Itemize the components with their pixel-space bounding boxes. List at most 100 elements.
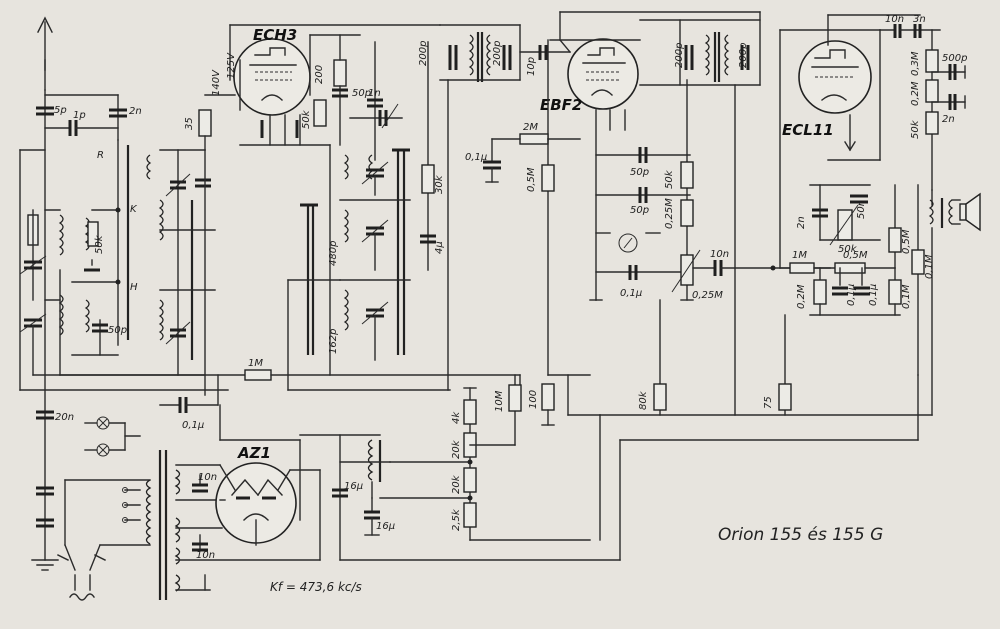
resistor-30k: [421, 164, 435, 194]
label-10n-b: 10n: [885, 14, 904, 25]
supply-network: 1M 0,1µ 4k 20k 20k 2,5k 10M 100: [19, 149, 933, 561]
label-50p-a: 50p: [108, 325, 127, 336]
resistor-10m: [508, 384, 522, 412]
mains-ac-icon: [69, 593, 95, 601]
label-025m-a: 0,25M: [664, 198, 675, 229]
label-10m: 10M: [494, 390, 505, 412]
label-50n: 50n: [856, 200, 867, 219]
ech3-label: ECH3: [253, 26, 297, 44]
ecl11-stage: ECL11 10n 3n 0,3M 500p 0,2M 2n 50k: [779, 14, 967, 376]
label-1n: 1n: [368, 88, 381, 99]
resistor-02m-a: [925, 79, 939, 103]
resistor-25k: [463, 502, 477, 528]
resistor-35: [198, 109, 212, 137]
label-125v: 125V: [226, 52, 237, 79]
label-01u-e: 0,1µ: [182, 420, 204, 431]
oscillator-coils-left: [158, 149, 216, 396]
label-4u: 4µ: [434, 241, 445, 254]
label-3n: 3n: [913, 14, 926, 25]
band-coil-stack-left: [19, 209, 206, 376]
label-500p: 500p: [942, 53, 967, 64]
resistor-50k-d: [925, 111, 939, 135]
label-2n-a: 2n: [129, 106, 142, 117]
resistor-1m-a: [789, 262, 815, 274]
az1-label: AZ1: [237, 444, 271, 462]
label-10n-a: 10n: [710, 249, 729, 260]
label-162p: 162p: [328, 329, 339, 354]
resistor-2m: [519, 133, 549, 145]
label-025m-b: 0,25M: [692, 290, 723, 301]
resistor-01m-b: [911, 249, 925, 275]
label-480p: 480p: [328, 241, 339, 266]
label-02m-a: 0,2M: [910, 81, 921, 106]
resistor-100: [541, 383, 555, 411]
label-140v: 140V: [211, 69, 222, 96]
label-4k: 4k: [451, 411, 462, 424]
resistor-025m-a: [680, 199, 694, 227]
label-2m: 2M: [523, 122, 538, 133]
label-10n-c: 10n: [198, 472, 217, 483]
label-20k-b: 20k: [451, 474, 462, 494]
label-25k: 2,5k: [451, 508, 462, 531]
coil-label-r: R: [97, 150, 104, 161]
resistor-05m-a: [541, 164, 555, 192]
label-200p-a: 200p: [418, 41, 429, 66]
ech3-stage: ECH3 35 140V 125V 200 50p 50k 1n: [184, 24, 451, 391]
label-200p-c: 200p: [674, 43, 685, 68]
resistor-01m-a: [888, 279, 902, 305]
label-5p: 5p: [54, 105, 67, 116]
ebf2-label: EBF2: [540, 96, 582, 114]
schematic-title: Orion 155 és 155 G: [718, 525, 883, 545]
output-transformer-speaker: [928, 189, 981, 416]
resistor-50k-c: [680, 161, 694, 189]
ech3-tube: [233, 38, 311, 116]
label-01u-a: 0,1µ: [465, 152, 487, 163]
tuning-indicator-icon: [618, 233, 638, 253]
resistor-50k-b: [313, 99, 327, 127]
label-50p-c: 50p: [630, 167, 649, 178]
label-50p-b: 50p: [352, 88, 371, 99]
label-30k: 30k: [434, 174, 445, 194]
if-transformer-2: 200p 200p: [639, 11, 761, 416]
label-1m-a: 1M: [792, 250, 807, 261]
label-50k-c: 50k: [664, 169, 675, 189]
label-20n: 20n: [55, 412, 74, 423]
resistor-4k: [463, 399, 477, 425]
label-05m-b: 0,5M: [843, 250, 868, 261]
resistor-20k-b: [463, 467, 477, 493]
resistor-05m-c: [888, 227, 902, 253]
label-50k-b: 50k: [301, 109, 312, 129]
label-35: 35: [184, 117, 195, 130]
resistor-200: [333, 59, 347, 87]
speaker-icon: [959, 203, 967, 221]
resistor-03m: [925, 49, 939, 73]
label-50k-d: 50k: [910, 119, 921, 139]
label-01m-a: 0,1M: [901, 284, 912, 309]
tone-potentiometer: [837, 209, 853, 241]
ecl11-label: ECL11: [782, 121, 834, 139]
label-03m: 0,3M: [910, 51, 921, 76]
label-2n-b: 2n: [942, 114, 955, 125]
label-80k: 80k: [638, 390, 649, 410]
label-50k-e: 50k: [838, 244, 858, 255]
label-01u-c: 0,1µ: [846, 284, 857, 306]
label-05m-c: 0,5M: [901, 229, 912, 254]
label-50k-a: 50k: [94, 234, 105, 254]
power-supply-section: 10n 10n AZ1 16µ: [57, 404, 395, 601]
label-01u-b: 0,1µ: [620, 288, 642, 299]
label-200p-d: 200p: [738, 43, 749, 68]
ebf2-tube: [567, 38, 639, 110]
label-16u-b: 16µ: [376, 521, 395, 532]
label-1m-b: 1M: [248, 358, 263, 369]
resistor-75: [778, 383, 792, 411]
component-labels-left: 5p 2n 1p 20n 50p 50k: [54, 105, 142, 423]
resistor-80k: [653, 383, 667, 411]
label-200p-b: 200p: [492, 41, 503, 66]
resistor-1m-b: [244, 369, 272, 381]
label-75: 75: [763, 396, 774, 409]
ebf2-stage: EBF2 10p 2M 0,1µ 0,5M 50p 50p: [465, 11, 831, 376]
if-transformer-1: 200p 200p: [418, 24, 521, 391]
label-10p: 10p: [526, 57, 537, 76]
antenna-input-section: R K H: [19, 16, 216, 571]
